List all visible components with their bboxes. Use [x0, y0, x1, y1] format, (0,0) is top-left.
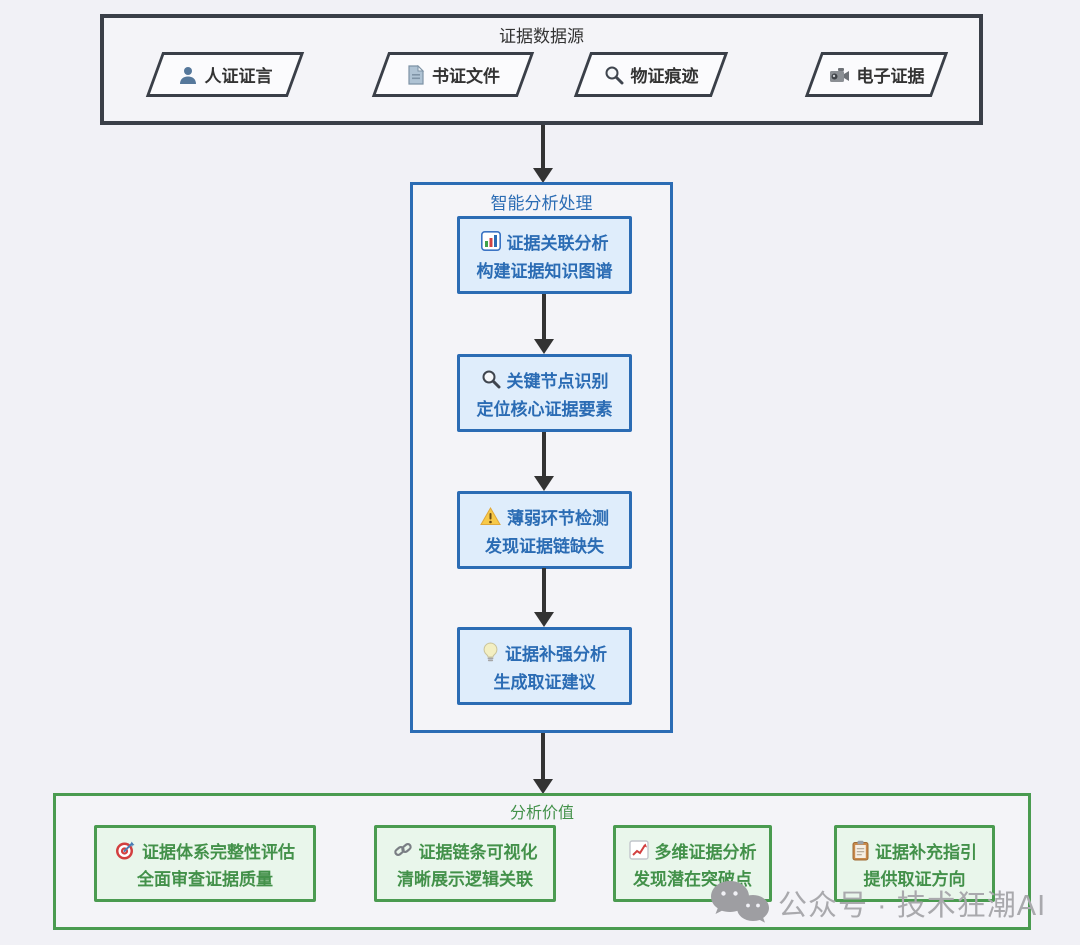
source-node-label: 人证证言: [204, 67, 273, 86]
warning-icon: [480, 506, 501, 526]
process-group-title: 智能分析处理: [490, 194, 593, 213]
process-step-line1: 证据补强分析: [505, 644, 607, 664]
process-step-line2: 生成取证建议: [493, 672, 596, 692]
link-icon: [393, 840, 413, 860]
process-step-evidence-reinforcement: 证据补强分析 生成取证建议: [457, 627, 632, 705]
process-step-line1: 薄弱环节检测: [507, 508, 609, 528]
source-node-electronic-evidence: 电子证据: [804, 52, 949, 97]
values-group-title: 分析价值: [509, 805, 574, 822]
target-icon: [115, 840, 136, 861]
value-item-supplement-guidance: 证据补充指引 提供取证方向: [834, 825, 995, 902]
value-item-line1: 证据链条可视化: [418, 842, 538, 862]
process-step-line1: 证据关联分析: [506, 233, 609, 253]
process-step-weak-link-detection: 薄弱环节检测 发现证据链缺失: [457, 491, 632, 569]
value-item-line1: 证据补充指引: [875, 842, 977, 862]
document-icon: [406, 64, 425, 85]
chart-up-icon: [628, 840, 649, 860]
source-node-label: 电子证据: [856, 67, 925, 86]
process-step-correlation-analysis: 证据关联分析 构建证据知识图谱: [457, 216, 632, 294]
value-item-line1: 证据体系完整性评估: [142, 842, 295, 862]
sources-group-box: 证据数据源 人证证言 书证文件 物证痕迹: [100, 14, 983, 125]
source-node-label: 书证文件: [432, 67, 500, 86]
arrow-step2-to-step3: [534, 432, 554, 491]
values-group-box: 分析价值 证据体系完整性评估 全面审查证据质量 证据链条可视化 清晰展示逻辑关联: [53, 793, 1031, 930]
source-node-documentary-evidence: 书证文件: [371, 52, 535, 97]
bar-chart-icon: [480, 231, 501, 251]
bulb-icon: [482, 641, 499, 663]
person-icon: [178, 65, 198, 85]
value-item-line1: 多维证据分析: [654, 842, 757, 862]
process-step-line2: 构建证据知识图谱: [476, 261, 613, 281]
process-step-line2: 发现证据链缺失: [485, 536, 604, 556]
arrow-step3-to-step4: [534, 568, 554, 627]
sources-group-title: 证据数据源: [499, 27, 584, 46]
wechat-icon: [708, 879, 770, 927]
arrow-step1-to-step2: [534, 294, 554, 354]
magnifier-icon: [481, 369, 501, 389]
source-node-label: 物证痕迹: [630, 67, 699, 86]
value-item-line2: 提供取证方向: [863, 869, 966, 889]
watermark-text: 公众号 · 技术狂潮AI: [778, 890, 1047, 922]
value-item-chain-visualization: 证据链条可视化 清晰展示逻辑关联: [374, 825, 556, 902]
arrow-sources-to-process: [533, 125, 553, 183]
watermark: 公众号 · 技术狂潮AI: [708, 878, 1046, 928]
arrow-process-to-values: [533, 733, 553, 794]
process-step-key-node-identification: 关键节点识别 定位核心证据要素: [457, 354, 632, 432]
clipboard-icon: [852, 840, 869, 861]
process-step-line2: 定位核心证据要素: [476, 399, 613, 419]
process-step-line1: 关键节点识别: [506, 371, 609, 391]
magnifier-icon: [604, 65, 624, 85]
process-group-box: 智能分析处理 证据关联分析 构建证据知识图谱 关键节点识别 定位核心证据要素: [410, 182, 673, 733]
value-item-line2: 全面审查证据质量: [137, 869, 273, 889]
source-node-physical-traces: 物证痕迹: [573, 52, 729, 97]
value-item-line2: 清晰展示逻辑关联: [397, 869, 533, 889]
camcorder-icon: [829, 65, 850, 84]
value-item-completeness-assessment: 证据体系完整性评估 全面审查证据质量: [94, 825, 316, 902]
source-node-witness-testimony: 人证证言: [145, 52, 305, 97]
